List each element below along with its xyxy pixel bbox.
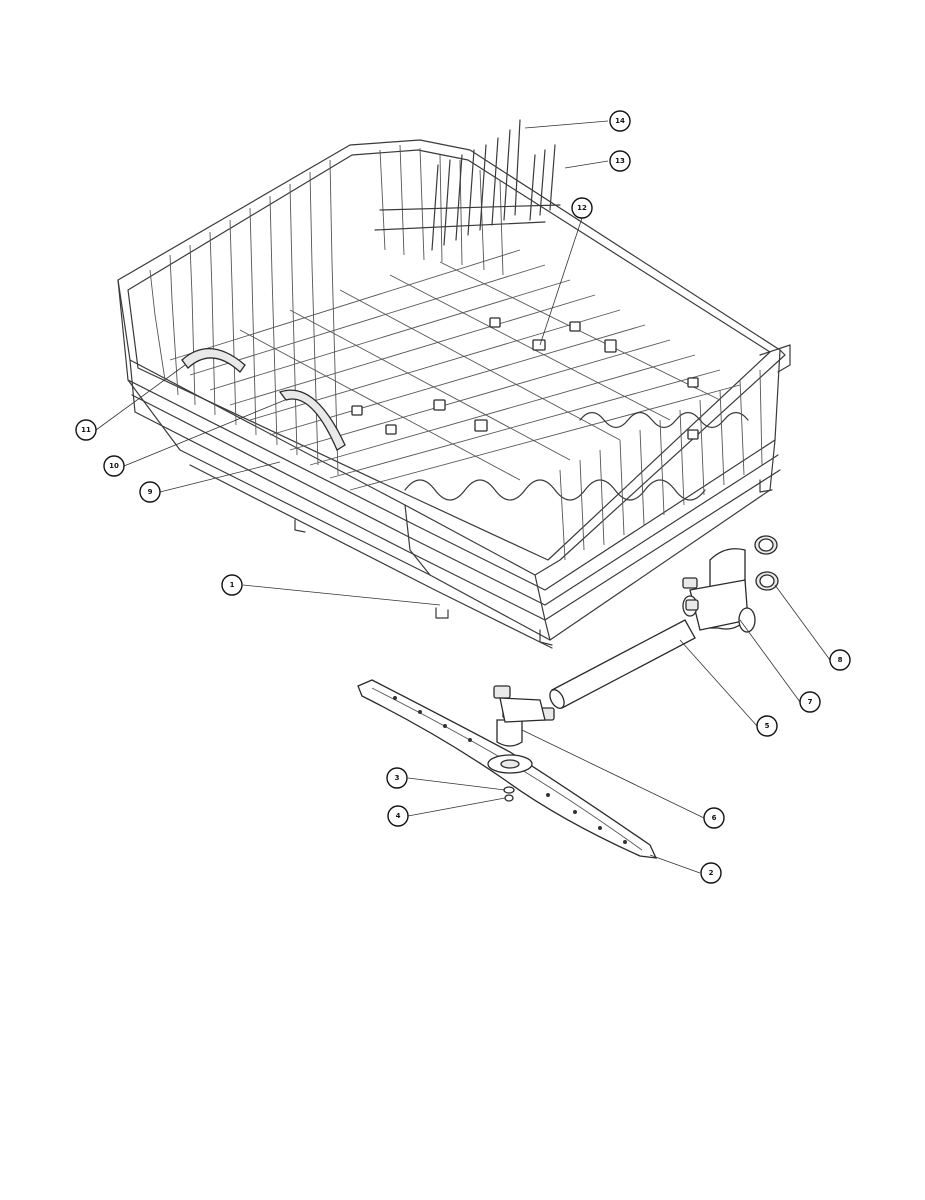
rack-clips xyxy=(351,317,699,440)
callout-11: 11 xyxy=(75,419,97,441)
svg-text:2: 2 xyxy=(709,869,714,877)
svg-text:5: 5 xyxy=(765,722,770,730)
callout-4: 4 xyxy=(387,805,409,827)
callout-1: 1 xyxy=(221,574,243,596)
callout-10: 10 xyxy=(103,455,125,477)
supply-tube xyxy=(551,619,696,709)
seal-rings xyxy=(754,535,779,591)
svg-text:1: 1 xyxy=(230,581,235,589)
callout-8: 8 xyxy=(829,649,851,671)
cup-shelf-arc-right xyxy=(278,389,346,451)
svg-text:14: 14 xyxy=(615,117,625,125)
svg-text:13: 13 xyxy=(615,157,625,165)
svg-text:6: 6 xyxy=(712,814,717,822)
svg-text:8: 8 xyxy=(838,656,843,664)
svg-text:10: 10 xyxy=(109,462,119,470)
svg-text:9: 9 xyxy=(148,488,153,496)
svg-text:11: 11 xyxy=(81,426,91,434)
callout-6: 6 xyxy=(703,807,725,829)
svg-text:7: 7 xyxy=(808,698,813,706)
callout-5: 5 xyxy=(756,715,778,737)
svg-text:4: 4 xyxy=(396,812,401,820)
cup-shelf-arc-left xyxy=(181,347,246,373)
svg-text:12: 12 xyxy=(577,204,587,212)
diverter-elbow xyxy=(682,548,756,633)
callout-13: 13 xyxy=(609,150,631,172)
spray-arm-assembly xyxy=(357,535,779,859)
callout-12: 12 xyxy=(571,197,593,219)
callout-14: 14 xyxy=(609,110,631,132)
svg-text:3: 3 xyxy=(395,774,400,782)
callout-9: 9 xyxy=(139,481,161,503)
callout-3: 3 xyxy=(386,767,408,789)
leader-lines xyxy=(95,120,831,874)
dish-rack xyxy=(117,119,791,649)
callout-2: 2 xyxy=(700,862,722,884)
callout-7: 7 xyxy=(799,691,821,713)
spray-arm-bearing xyxy=(496,719,523,747)
